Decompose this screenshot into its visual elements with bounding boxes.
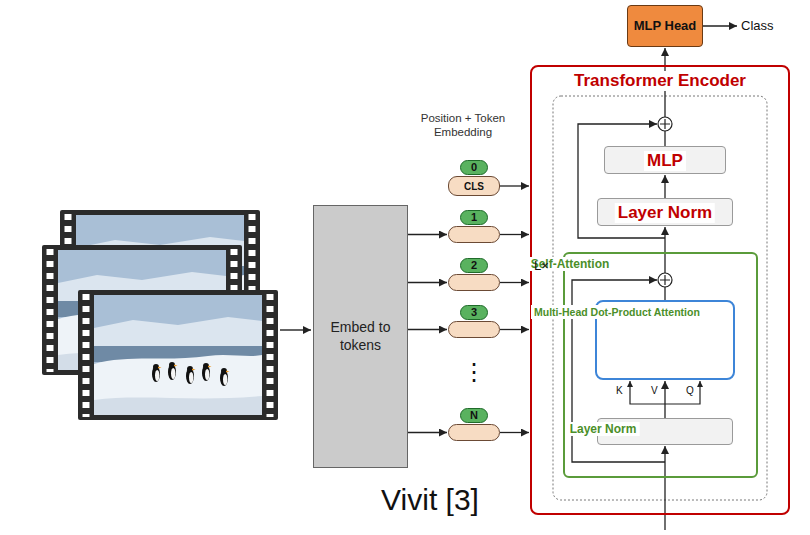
embedding-caption: Position + Token Embedding bbox=[398, 112, 528, 140]
arrow-connector bbox=[664, 381, 665, 418]
repeat-count: L× bbox=[534, 258, 549, 274]
residual-line bbox=[572, 280, 665, 462]
attention-box: Multi-Head Dot-Product Attention bbox=[595, 300, 735, 380]
input-arrow bbox=[280, 329, 311, 330]
token-pill: 2 bbox=[448, 274, 500, 291]
arrow-connector bbox=[408, 432, 447, 433]
position-index: 2 bbox=[460, 258, 488, 273]
arrow-connector bbox=[408, 282, 447, 283]
box-label: Embed to tokens bbox=[318, 319, 403, 354]
query-branch bbox=[665, 381, 700, 404]
layer-box: MLP bbox=[604, 146, 726, 174]
residual-line bbox=[578, 124, 665, 238]
input-query: Q bbox=[686, 385, 694, 397]
add-symbol bbox=[658, 273, 672, 287]
arrow-connector bbox=[500, 185, 529, 186]
attention-block: Self-AttentionMulti-Head Dot-Product Att… bbox=[563, 252, 758, 478]
arrow-connector bbox=[408, 329, 447, 330]
position-index: 1 bbox=[460, 210, 488, 225]
layer-label: Layer Norm bbox=[567, 422, 640, 436]
layer-label: Layer Norm bbox=[615, 203, 715, 223]
output-label: Class bbox=[741, 18, 774, 34]
position-index: N bbox=[460, 408, 488, 423]
embedding-box: Embed to tokens bbox=[313, 205, 408, 468]
encoder-title: Transformer Encoder bbox=[571, 71, 749, 91]
encoder-frame: Transformer EncoderMLPLayer NormSelf-Att… bbox=[530, 65, 790, 515]
attention-label: Multi-Head Dot-Product Attention bbox=[531, 305, 673, 319]
figure-caption: Vivit [3] bbox=[320, 483, 540, 517]
layer-box: Layer Norm bbox=[597, 198, 733, 226]
repeat-block-outline bbox=[553, 96, 767, 500]
ellipsis: ⋮ bbox=[462, 358, 486, 387]
arrow-connector bbox=[664, 227, 665, 300]
input-key: K bbox=[616, 385, 623, 397]
token-pill: N bbox=[448, 424, 500, 441]
arrow-connector bbox=[500, 329, 529, 330]
output-arrow bbox=[703, 25, 737, 26]
layer-label: MLP bbox=[644, 151, 686, 171]
add-symbol bbox=[658, 117, 672, 131]
position-index: 3 bbox=[460, 305, 488, 320]
arrow-connector bbox=[664, 175, 665, 198]
head-label: MLP Head bbox=[634, 18, 697, 34]
arrow-connector bbox=[500, 234, 529, 235]
token-pill: 3 bbox=[448, 321, 500, 338]
token-label: CLS bbox=[464, 181, 484, 192]
key-branch bbox=[630, 381, 665, 404]
input-value: V bbox=[651, 385, 658, 397]
encoder-input-line bbox=[664, 446, 665, 530]
token-pill: 0CLS bbox=[448, 176, 500, 196]
video-frames bbox=[42, 210, 278, 420]
block-title: Self-Attention bbox=[528, 257, 613, 271]
film-frame bbox=[78, 290, 278, 420]
position-index: 0 bbox=[460, 160, 488, 175]
layer-box: Layer Norm bbox=[597, 418, 733, 445]
arrow-connector bbox=[500, 282, 529, 283]
mlp-head-box: MLP Head bbox=[627, 5, 703, 47]
arrow-connector bbox=[408, 234, 447, 235]
arrow-connector bbox=[500, 432, 529, 433]
token-pill: 1 bbox=[448, 226, 500, 243]
